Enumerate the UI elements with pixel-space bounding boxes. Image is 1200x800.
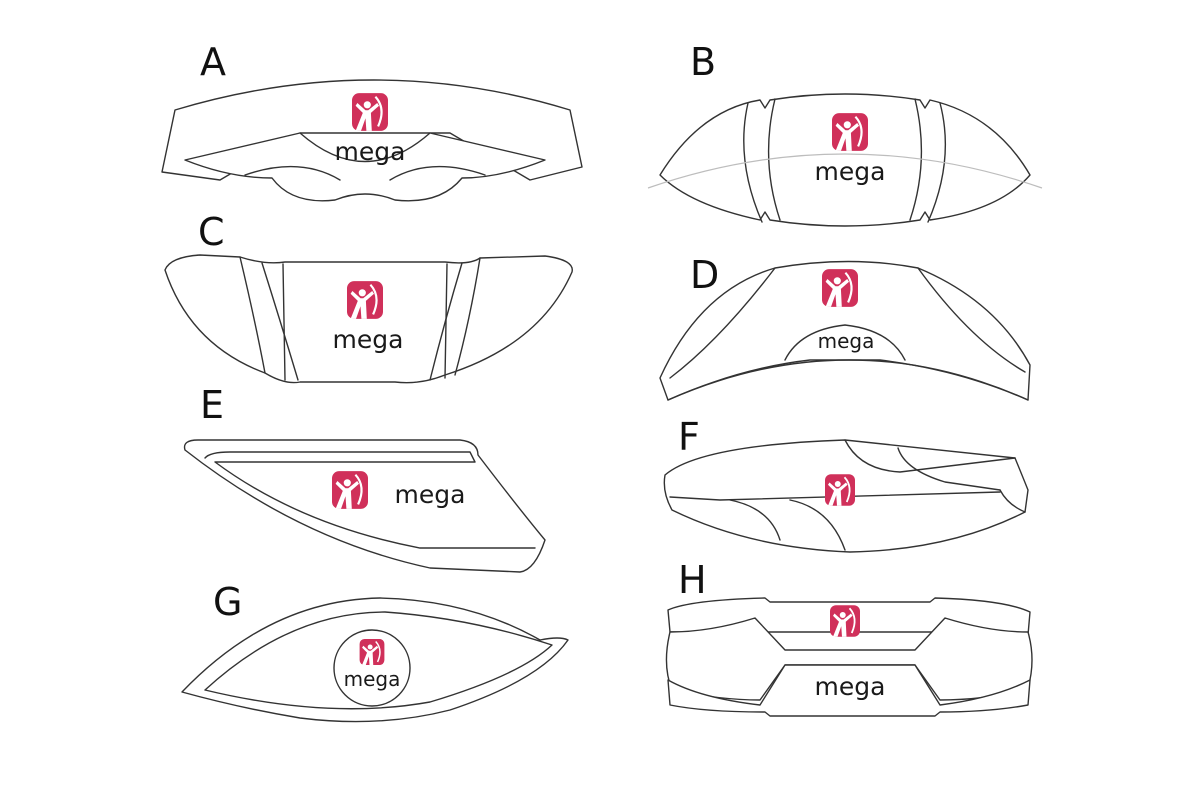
panel-label-g: G bbox=[213, 580, 242, 624]
panel-b-guide-arc bbox=[647, 153, 1043, 189]
panel-f-lower-cut bbox=[789, 499, 846, 551]
panel-d-lower-cut bbox=[784, 324, 906, 361]
panel-label-b: B bbox=[690, 40, 716, 84]
mega-logo-icon bbox=[824, 473, 856, 507]
panel-c-segment bbox=[239, 256, 266, 374]
panel-a: A mega bbox=[161, 40, 583, 202]
panel-e-inner bbox=[204, 451, 536, 549]
mega-logo-icon bbox=[358, 638, 386, 666]
panel-b-segment bbox=[927, 102, 947, 223]
panel-c-segment bbox=[261, 262, 299, 381]
wordmark-e: mega bbox=[395, 480, 466, 509]
panel-d-bottom-curve bbox=[667, 359, 1029, 401]
panel-d-right-wing bbox=[917, 267, 1026, 373]
panel-f-lower-cut bbox=[729, 499, 781, 541]
wordmark-c: mega bbox=[333, 325, 404, 354]
panel-label-c: C bbox=[198, 210, 225, 254]
wordmark-a: mega bbox=[335, 137, 406, 166]
panel-h: H mega bbox=[665, 558, 1033, 717]
panel-b-body bbox=[659, 93, 1031, 227]
mega-logo-icon bbox=[350, 92, 390, 132]
panel-f-upper-cut bbox=[897, 447, 1001, 491]
mega-logo-icon bbox=[830, 112, 870, 152]
panel-g-badge bbox=[333, 629, 411, 707]
panel-label-h: H bbox=[678, 558, 707, 602]
wordmark-b: mega bbox=[815, 157, 886, 186]
wordmark-h: mega bbox=[815, 672, 886, 701]
panel-h-bottom-cap bbox=[667, 664, 1031, 717]
panel-e: E mega bbox=[183, 383, 546, 573]
panel-label-e: E bbox=[200, 383, 224, 427]
panel-a-lower bbox=[184, 132, 546, 202]
panel-b-segment bbox=[767, 98, 781, 221]
panel-a-inner-curve bbox=[244, 165, 486, 181]
panel-c-segment bbox=[429, 262, 463, 381]
panel-b: B mega bbox=[647, 40, 1043, 227]
panel-g-inner bbox=[204, 611, 553, 710]
panel-label-a: A bbox=[200, 40, 226, 84]
panel-c-segment bbox=[282, 263, 286, 381]
panel-b-segment bbox=[743, 102, 763, 223]
mega-logo-icon bbox=[330, 470, 370, 510]
wordmark-d: mega bbox=[818, 329, 875, 353]
panel-f-nose bbox=[999, 489, 1026, 513]
panel-b-segment bbox=[909, 98, 923, 221]
panel-label-d: D bbox=[690, 253, 719, 297]
panel-d-left-wing bbox=[669, 267, 776, 379]
panel-f: F bbox=[663, 415, 1029, 553]
panel-f-upper-cut bbox=[844, 439, 1016, 473]
mega-logo-icon bbox=[345, 280, 385, 320]
panel-g: G mega bbox=[181, 580, 569, 723]
panel-f-waistline bbox=[669, 491, 1001, 501]
panel-d: D mega bbox=[659, 253, 1031, 401]
panel-c: C mega bbox=[164, 210, 573, 384]
panel-c-segment bbox=[454, 257, 481, 376]
panel-label-f: F bbox=[678, 415, 700, 459]
mega-logo-icon bbox=[829, 604, 861, 638]
wordmark-g: mega bbox=[344, 667, 401, 691]
mega-logo-icon bbox=[820, 268, 860, 308]
